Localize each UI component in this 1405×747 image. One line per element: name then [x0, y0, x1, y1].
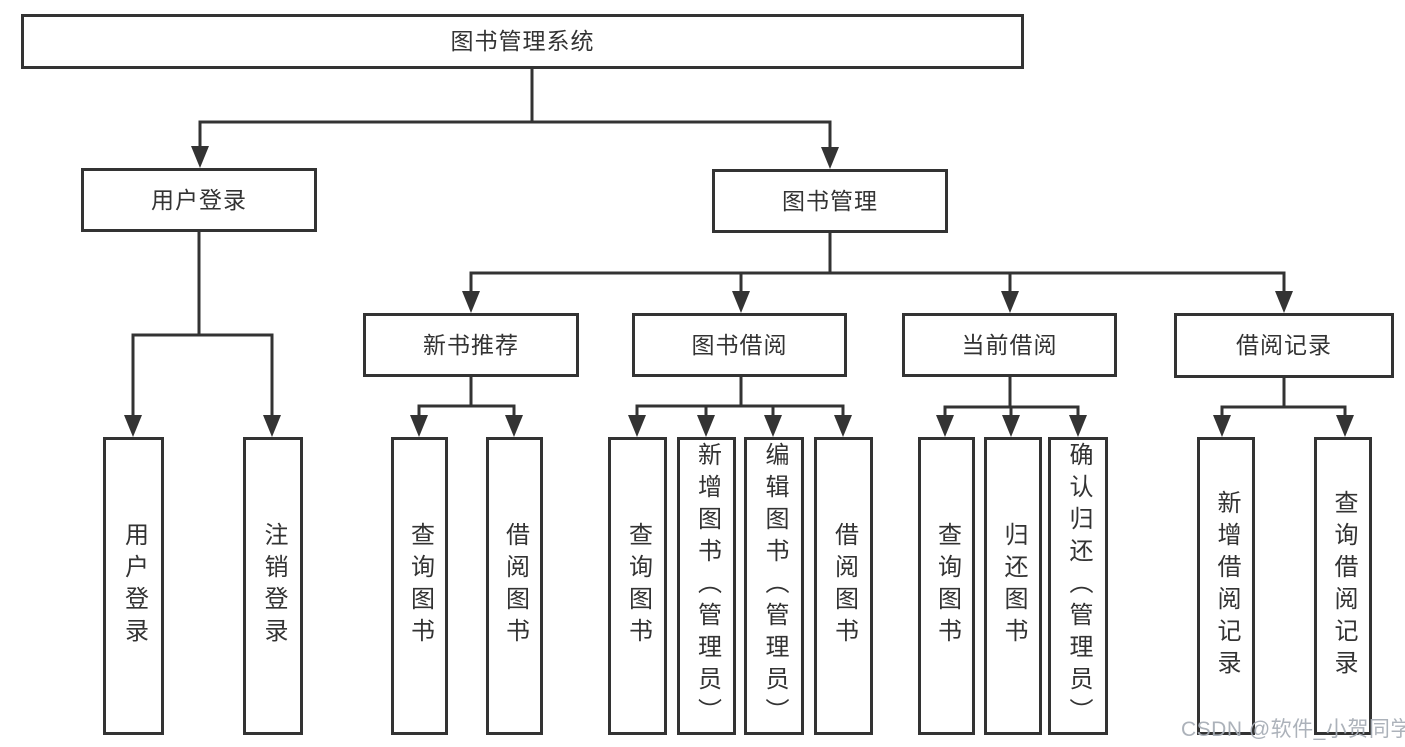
- connector: [198, 67, 832, 151]
- node-label: 图书借阅: [691, 331, 788, 358]
- node-label: 图书管理系统: [450, 28, 595, 54]
- arrowhead: [191, 146, 209, 168]
- arrowhead: [1001, 291, 1019, 313]
- node-label: 当前借阅: [961, 331, 1058, 358]
- node-label: 借阅记录: [1236, 332, 1332, 358]
- node-label: 新书推荐: [423, 331, 519, 358]
- arrowhead: [936, 415, 954, 437]
- arrowhead: [628, 415, 646, 437]
- arrowhead: [1213, 415, 1231, 437]
- leaf-query-books-2: 查询图书: [608, 437, 667, 735]
- connector: [131, 230, 274, 418]
- node-book-borrow: 图书借阅: [632, 313, 847, 377]
- leaf-edit-books-admin: 编辑图书（管理员）: [744, 437, 804, 735]
- node-book-management: 图书管理: [712, 169, 948, 233]
- connector: [417, 375, 516, 418]
- leaf-query-books-3: 查询图书: [918, 437, 975, 735]
- node-label: 新增借阅记录: [1213, 490, 1240, 682]
- node-label: 借阅图书: [501, 522, 529, 650]
- arrowhead: [1275, 291, 1293, 313]
- connector: [1220, 375, 1347, 418]
- node-label: 借阅图书: [830, 522, 858, 650]
- node-label: 用户登录: [151, 186, 247, 213]
- node-current-borrow: 当前借阅: [902, 313, 1117, 377]
- node-new-book-recommend: 新书推荐: [363, 313, 579, 377]
- leaf-confirm-return-admin: 确认归还（管理员）: [1048, 437, 1108, 735]
- arrowhead: [462, 291, 480, 313]
- connector: [635, 375, 845, 418]
- arrowhead: [732, 291, 750, 313]
- node-label: 查询借阅记录: [1330, 490, 1357, 682]
- arrowhead: [410, 415, 428, 437]
- arrowhead: [764, 415, 782, 437]
- arrowhead: [263, 415, 281, 437]
- connector: [469, 231, 1286, 294]
- arrowhead: [1069, 415, 1087, 437]
- node-user-login: 用户登录: [81, 168, 317, 232]
- node-label: 归还图书: [1000, 522, 1027, 650]
- leaf-query-borrow-record: 查询借阅记录: [1314, 437, 1372, 735]
- node-label: 图书管理: [782, 187, 878, 214]
- node-label: 编辑图书（管理员）: [761, 442, 788, 730]
- node-label: 用户登录: [120, 522, 148, 650]
- arrowhead: [505, 415, 523, 437]
- arrowhead: [1336, 415, 1354, 437]
- node-label: 新增图书（管理员）: [693, 442, 721, 730]
- leaf-add-books-admin: 新增图书（管理员）: [677, 437, 736, 735]
- leaf-query-books-1: 查询图书: [391, 437, 448, 735]
- leaf-user-login: 用户登录: [103, 437, 164, 735]
- node-label: 注销登录: [260, 522, 287, 650]
- connector: [943, 375, 1080, 418]
- arrowhead: [124, 415, 142, 437]
- csdn-watermark: CSDN @软件_小贺同学: [1181, 718, 1405, 741]
- arrowhead: [834, 415, 852, 437]
- node-borrow-records: 借阅记录: [1174, 313, 1394, 378]
- leaf-logout: 注销登录: [243, 437, 303, 735]
- leaf-add-borrow-record: 新增借阅记录: [1197, 437, 1255, 735]
- leaf-borrow-books-1: 借阅图书: [486, 437, 543, 735]
- node-label: 查询图书: [406, 522, 434, 650]
- node-label: 查询图书: [624, 522, 652, 650]
- leaf-return-books: 归还图书: [984, 437, 1042, 735]
- arrowhead: [1002, 415, 1020, 437]
- arrowhead: [697, 415, 715, 437]
- node-label: 查询图书: [933, 522, 961, 650]
- leaf-borrow-books-2: 借阅图书: [814, 437, 873, 735]
- node-label: 确认归还（管理员）: [1065, 442, 1092, 730]
- arrowhead: [821, 147, 839, 169]
- node-root: 图书管理系统: [21, 14, 1024, 69]
